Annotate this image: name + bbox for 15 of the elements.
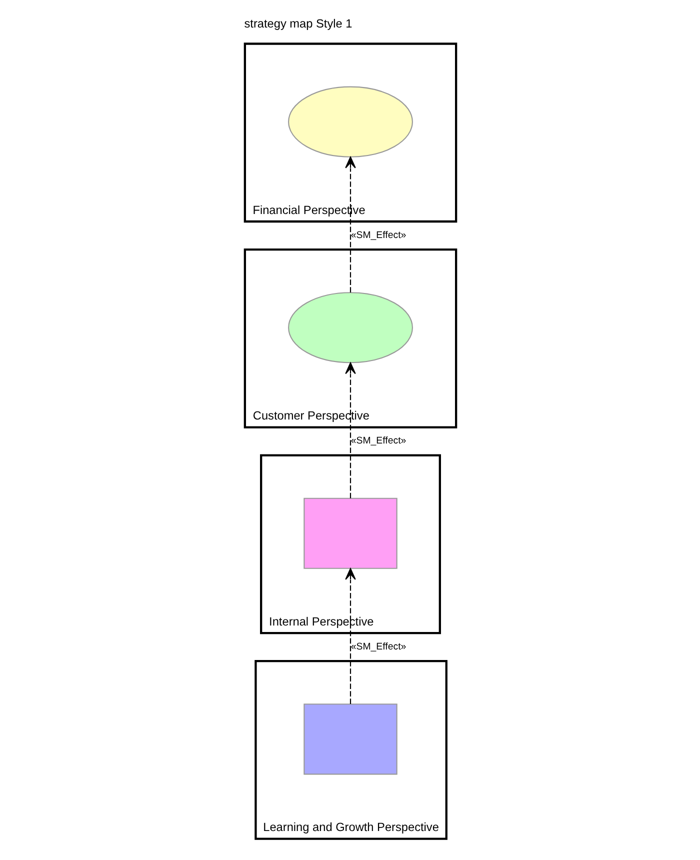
edge-label: «SM_Effect» bbox=[350, 229, 406, 240]
node-ellipse bbox=[288, 292, 412, 363]
diagram-title: strategy map Style 1 bbox=[244, 16, 352, 30]
cluster: Financial Perspective bbox=[243, 42, 457, 222]
edge-label: «SM_Effect» bbox=[350, 640, 406, 652]
arrow bbox=[344, 568, 356, 704]
arrow bbox=[344, 362, 356, 498]
cluster: Learning and Growth Perspective bbox=[254, 659, 447, 840]
node-box bbox=[303, 497, 397, 568]
cluster: Customer Perspective bbox=[243, 248, 457, 428]
arrow bbox=[344, 156, 356, 292]
cluster: Internal Perspective bbox=[260, 454, 440, 634]
edge-label: «SM_Effect» bbox=[350, 435, 406, 446]
node-box bbox=[303, 703, 397, 774]
node-ellipse bbox=[288, 86, 412, 157]
